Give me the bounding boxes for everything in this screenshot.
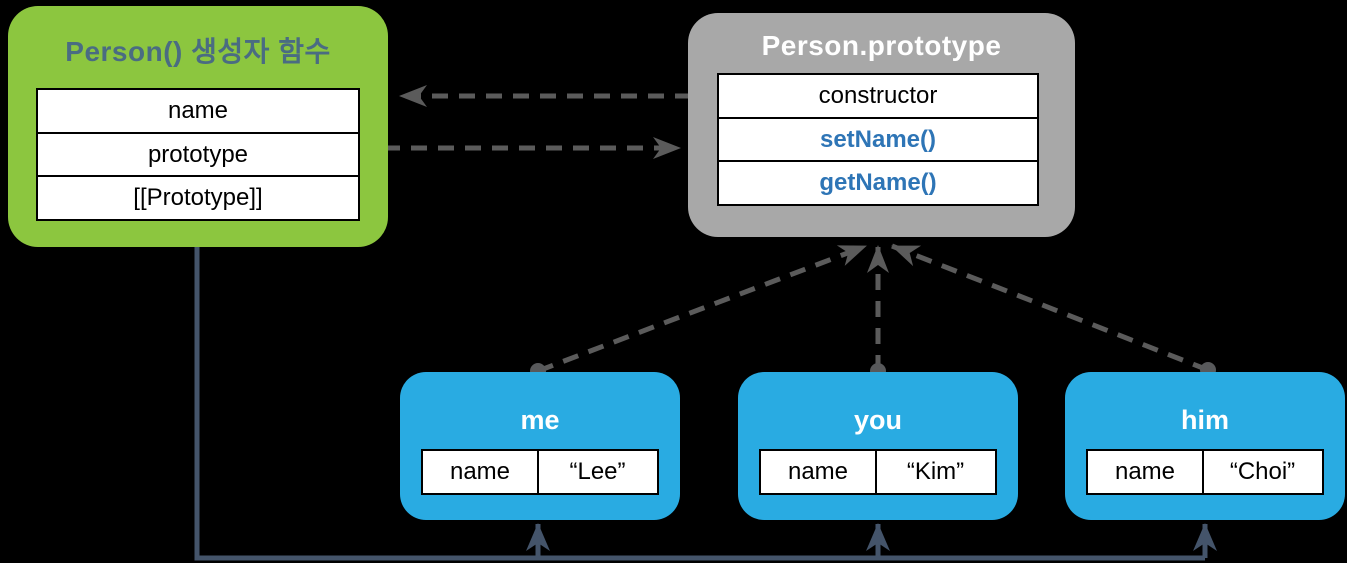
instance-table: name “Lee” <box>421 449 659 495</box>
table-row-internal-prototype: [[Prototype]] <box>36 175 360 221</box>
property-cell: name <box>421 449 539 495</box>
instance-node-you: you name “Kim” <box>738 372 1018 520</box>
instance-title: him <box>1180 405 1229 435</box>
property-cell: name <box>1086 449 1204 495</box>
instance-title: you <box>853 405 902 435</box>
instance-node-him: him name “Choi” <box>1065 372 1345 520</box>
prototype-object-table: constructor setName() getName() <box>717 73 1039 206</box>
instance-node-me: me name “Lee” <box>400 372 680 520</box>
instance-table: name “Kim” <box>759 449 997 495</box>
instance-table: name “Choi” <box>1086 449 1324 495</box>
value-cell: “Lee” <box>536 449 659 495</box>
him-to-prototype-link <box>891 243 1209 373</box>
function-to-instances-bus <box>194 247 1205 561</box>
constructor-function-title: Person() 생성자 함수 <box>65 36 331 67</box>
constructor-function-node: Person() 생성자 함수 name prototype [[Prototy… <box>8 6 388 247</box>
me-to-prototype-link <box>537 243 867 374</box>
value-cell: “Kim” <box>874 449 997 495</box>
table-row-constructor: constructor <box>717 73 1039 119</box>
prototype-object-title: Person.prototype <box>761 30 1002 61</box>
table-row-prototype: prototype <box>36 131 360 178</box>
constructor-function-table: name prototype [[Prototype]] <box>36 88 360 221</box>
table-row-setname: setName() <box>717 116 1039 163</box>
property-cell: name <box>759 449 877 495</box>
table-row-getname: getName() <box>717 160 1039 206</box>
instance-title: me <box>520 405 560 435</box>
value-cell: “Choi” <box>1201 449 1324 495</box>
table-row-name: name <box>36 88 360 134</box>
prototype-object-node: Person.prototype constructor setName() g… <box>688 13 1075 237</box>
